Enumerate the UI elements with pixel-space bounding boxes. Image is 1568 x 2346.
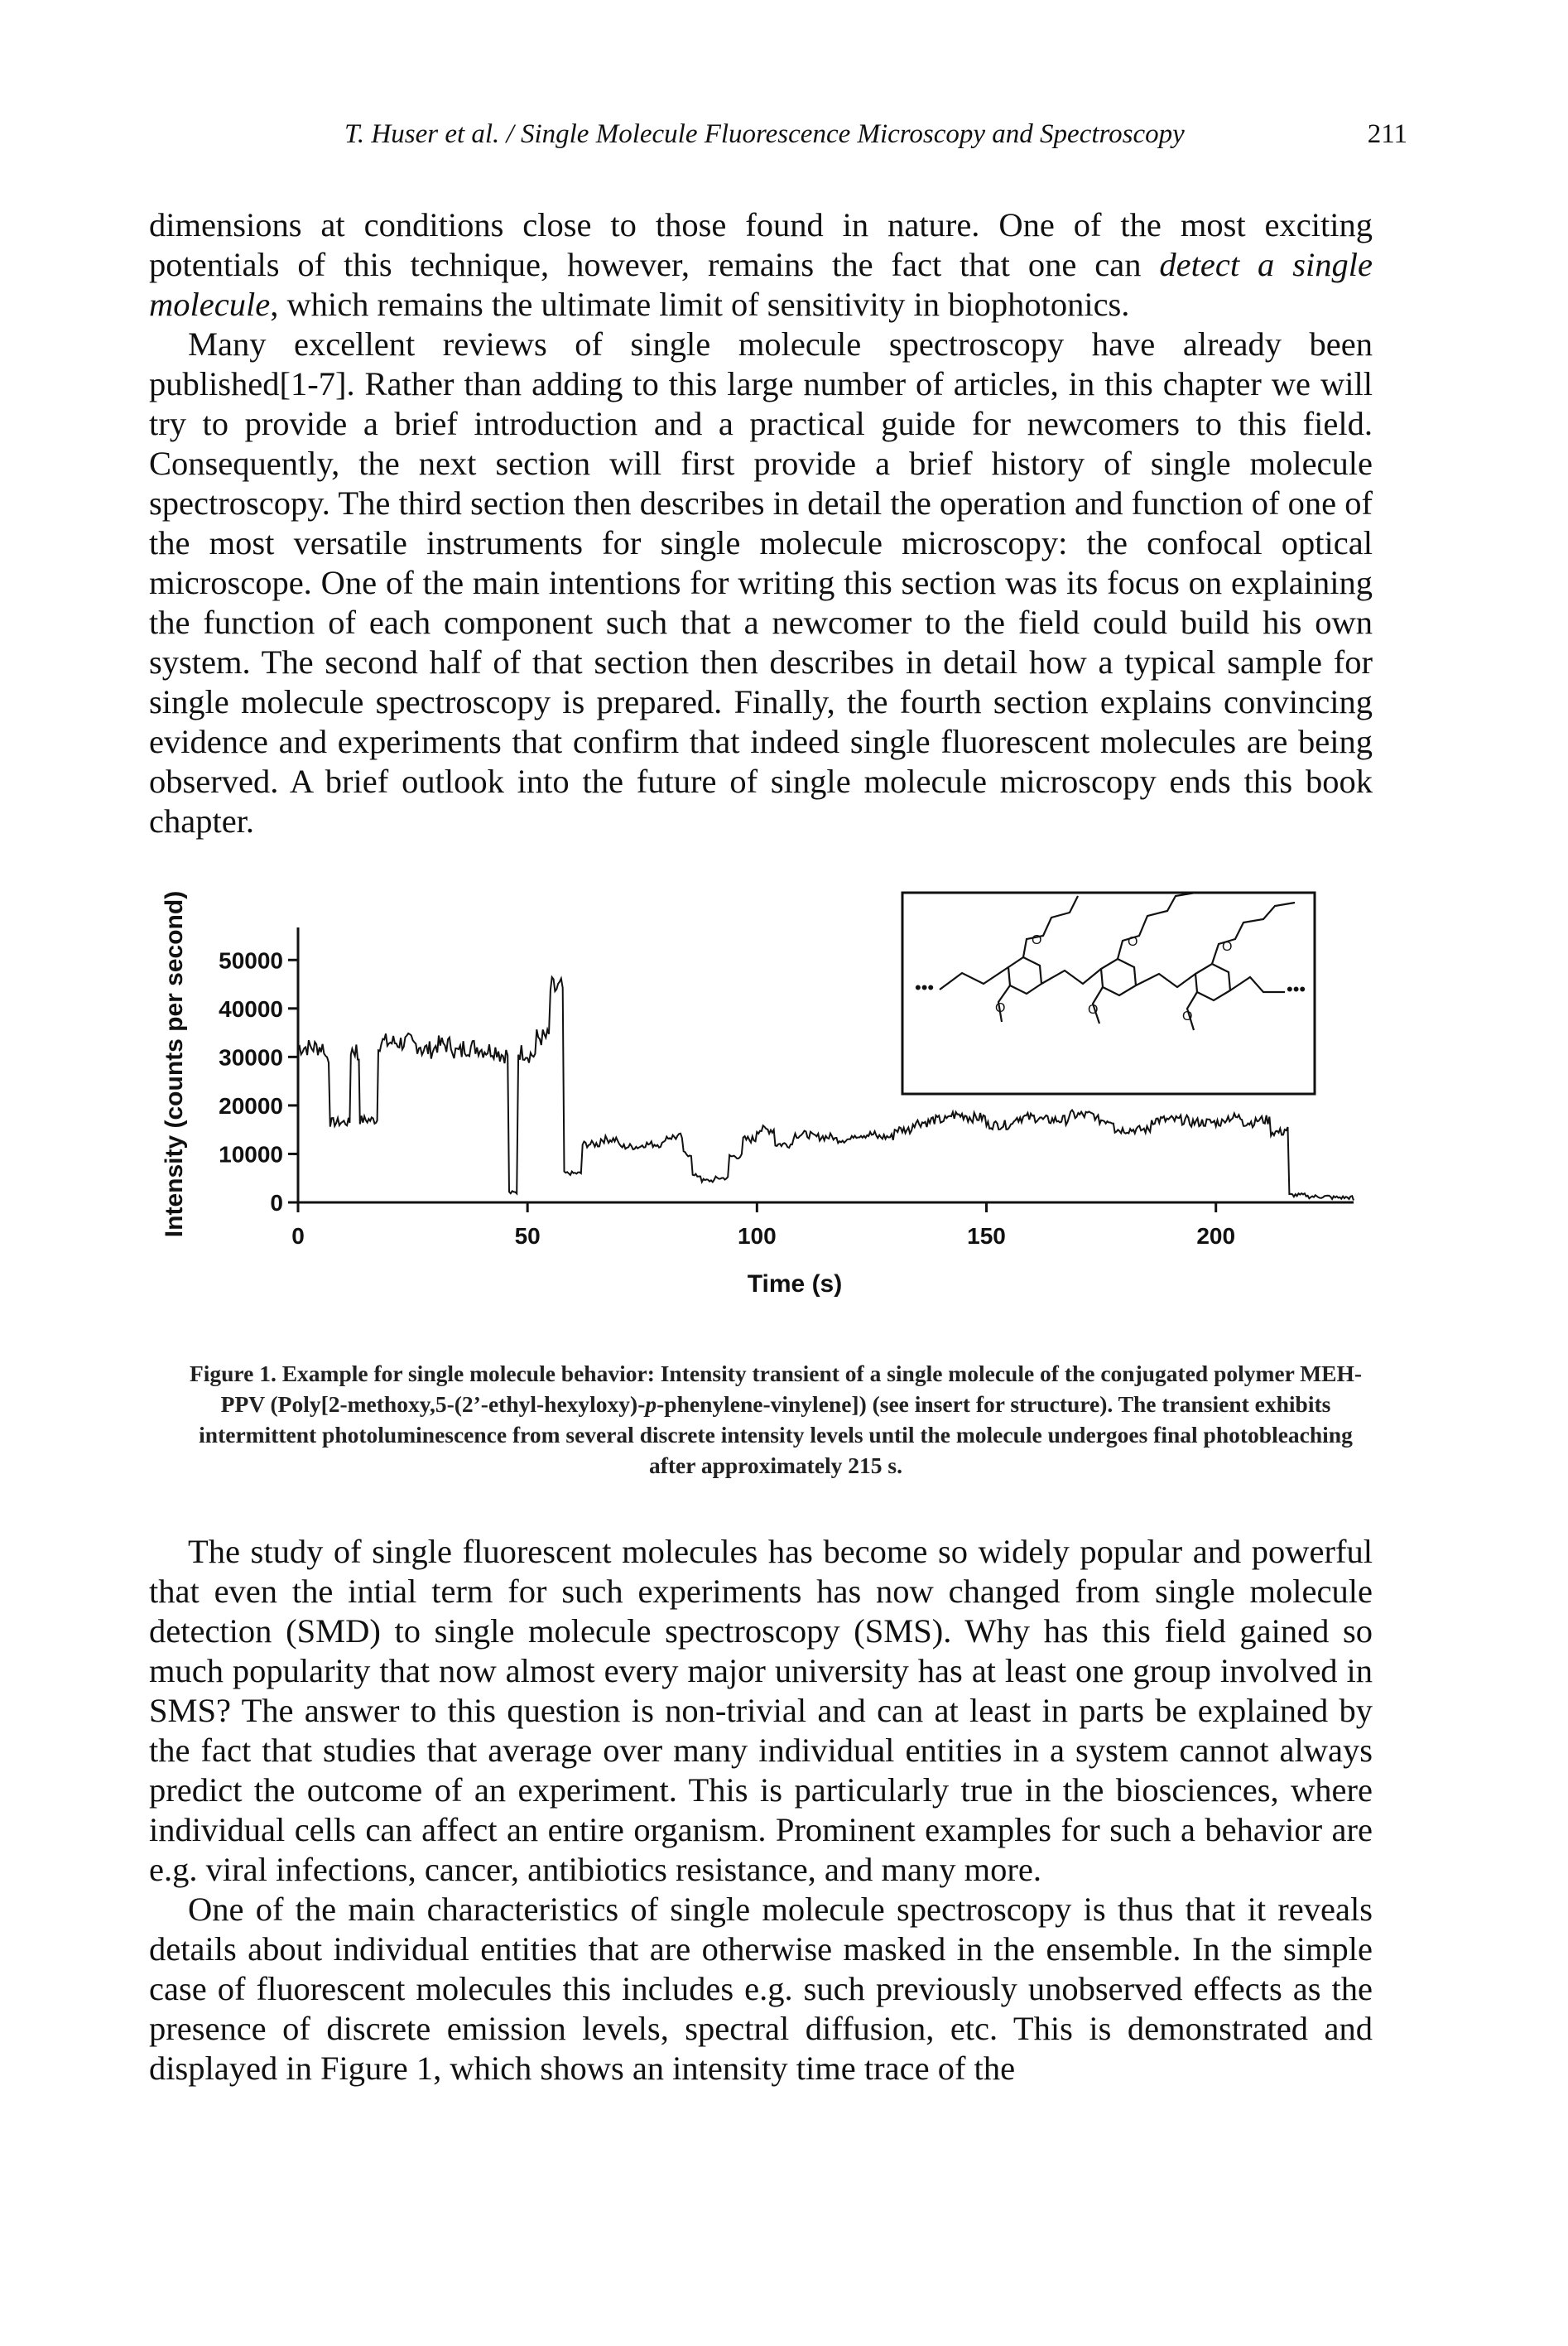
y-axis-label: Intensity (counts per second) bbox=[161, 891, 188, 1237]
side-chain bbox=[1210, 901, 1296, 965]
running-header: T. Huser et al. / Single Molecule Fluore… bbox=[149, 114, 1407, 161]
paragraph: The study of single fluorescent molecule… bbox=[149, 1533, 1373, 1888]
caption-italic: p bbox=[645, 1391, 657, 1417]
discussion-text: The study of single fluorescent molecule… bbox=[149, 1532, 1373, 2088]
paragraph: Many excellent reviews of single molecul… bbox=[149, 325, 1373, 840]
x-tick-label: 200 bbox=[1196, 1223, 1235, 1249]
x-tick-label: 50 bbox=[515, 1223, 541, 1249]
structure-inset: O O O O O O ••• ••• bbox=[901, 891, 1316, 1096]
running-title: T. Huser et al. / Single Molecule Fluore… bbox=[344, 119, 1185, 149]
paragraph: One of the main characteristics of singl… bbox=[149, 1891, 1373, 2087]
y-tick-label: 0 bbox=[270, 1190, 283, 1216]
polymer-backbone bbox=[1135, 972, 1196, 989]
polymer-backbone bbox=[939, 966, 1009, 990]
methoxy-group bbox=[1091, 986, 1104, 1024]
caption-text: -phenylene-vinylene]) (see insert for st… bbox=[199, 1391, 1353, 1478]
chain-continuation-mark: ••• bbox=[915, 977, 934, 998]
oxygen-atom-label: O bbox=[1182, 1009, 1192, 1024]
text-run: , which remains the ultimate limit of se… bbox=[270, 286, 1130, 323]
side-chain bbox=[1116, 891, 1196, 960]
figure-caption: Figure 1. Example for single molecule be… bbox=[189, 1358, 1363, 1481]
x-axis-label: Time (s) bbox=[748, 1270, 842, 1298]
methoxy-group bbox=[997, 985, 1011, 1023]
chain-continuation-mark: ••• bbox=[1287, 979, 1306, 1000]
caption-label: Figure 1. bbox=[189, 1361, 277, 1386]
oxygen-atom-label: O bbox=[1128, 935, 1138, 949]
oxygen-atom-label: O bbox=[995, 1001, 1005, 1015]
oxygen-atom-label: O bbox=[1222, 940, 1232, 954]
oxygen-atom-label: O bbox=[1088, 1003, 1098, 1017]
intro-text: dimensions at conditions close to those … bbox=[149, 205, 1373, 841]
chart-series bbox=[297, 975, 1354, 1201]
polymer-backbone bbox=[1041, 968, 1102, 985]
side-chain bbox=[1022, 895, 1079, 958]
oxygen-atom-label: O bbox=[1032, 933, 1041, 947]
x-tick-label: 0 bbox=[291, 1223, 305, 1249]
y-tick-label: 10000 bbox=[219, 1141, 283, 1167]
intensity-trace-line bbox=[297, 975, 1354, 1201]
emphasis-text: detect a single molecule bbox=[149, 246, 1373, 323]
text-run: dimensions at conditions close to those … bbox=[149, 206, 1373, 283]
page-number: 211 bbox=[1367, 119, 1407, 149]
inset-frame bbox=[901, 891, 1316, 1096]
y-tick-label: 20000 bbox=[219, 1093, 283, 1119]
caption-text: Example for single molecule behavior: In… bbox=[220, 1361, 1363, 1417]
intensity-trace-chart: 0 50 100 150 200 0 10000 20000 30000 40000 50000 I… bbox=[161, 891, 1354, 1298]
y-tick-label: 30000 bbox=[219, 1044, 283, 1070]
y-tick-label: 50000 bbox=[219, 947, 283, 973]
figure-1: 0 50 100 150 200 0 10000 20000 30000 40000 50000 I… bbox=[149, 878, 1407, 1308]
y-tick-label: 40000 bbox=[219, 996, 283, 1022]
x-tick-label: 100 bbox=[738, 1223, 777, 1249]
methoxy-group bbox=[1186, 991, 1198, 1031]
polymer-backbone bbox=[1229, 975, 1285, 994]
paragraph: dimensions at conditions close to those … bbox=[149, 205, 1373, 325]
x-tick-label: 150 bbox=[967, 1223, 1006, 1249]
chart-axes: 0 50 100 150 200 0 10000 20000 30000 40000 50000 bbox=[219, 927, 1354, 1249]
